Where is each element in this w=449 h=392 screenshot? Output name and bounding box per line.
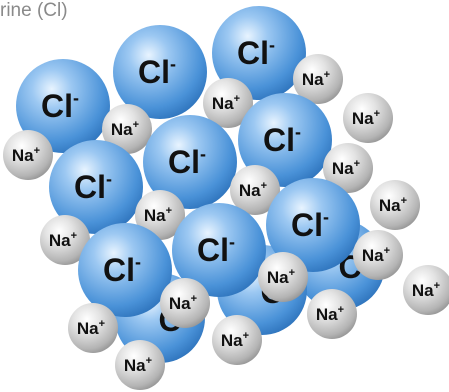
sodium-label: Na+: [267, 267, 295, 287]
sodium-label: Na+: [412, 280, 440, 300]
sodium-ion-25: Na+: [160, 278, 210, 328]
sodium-ion-29: Na+: [115, 340, 165, 390]
chloride-sphere: [172, 203, 266, 297]
sodium-ion-21: Na+: [353, 230, 403, 280]
sodium-label: Na+: [144, 205, 172, 225]
chloride-ion-18: Cl-: [266, 178, 360, 272]
sodium-ion-14: Na+: [135, 190, 185, 240]
sodium-sphere: [3, 130, 53, 180]
sodium-ion-23: Na+: [258, 252, 308, 302]
chloride-sphere: [266, 178, 360, 272]
chloride-label: Cl-: [291, 207, 329, 243]
sodium-ion-12: Na+: [230, 165, 280, 215]
sodium-label: Na+: [212, 93, 240, 113]
chloride-label: Cl-: [197, 232, 235, 268]
sodium-ion-6: Na+: [102, 104, 152, 154]
sodium-label: Na+: [12, 145, 40, 165]
sodium-ion-10: Na+: [323, 143, 373, 193]
chloride-label: Cl-: [103, 252, 141, 288]
sodium-label: Na+: [124, 355, 152, 375]
sodium-sphere: [68, 303, 118, 353]
sodium-ion-24: Na+: [403, 265, 449, 315]
sodium-sphere: [403, 265, 449, 315]
sodium-ion-13: Na+: [370, 180, 420, 230]
sodium-ion-4: Na+: [203, 78, 253, 128]
sodium-ion-28: Na+: [212, 315, 262, 365]
sodium-sphere: [258, 252, 308, 302]
sodium-ion-3: Na+: [293, 54, 343, 104]
sodium-sphere: [40, 215, 90, 265]
sodium-ion-19: Na+: [40, 215, 90, 265]
sodium-ion-27: Na+: [68, 303, 118, 353]
sodium-label: Na+: [352, 108, 380, 128]
chloride-sphere: [113, 25, 207, 119]
sodium-sphere: [115, 340, 165, 390]
sodium-label: Na+: [221, 330, 249, 350]
chloride-label: Cl-: [237, 35, 275, 71]
sodium-sphere: [230, 165, 280, 215]
chloride-sphere: [238, 93, 332, 187]
chloride-label: Cl-: [41, 88, 79, 124]
chloride-sphere: [16, 59, 110, 153]
sodium-sphere: [135, 190, 185, 240]
chloride-ion-20: Cl-: [172, 203, 266, 297]
chloride-ion-0: Cl-: [212, 6, 306, 100]
chloride-ion-9: Cl-: [143, 115, 237, 209]
sodium-label: Na+: [332, 158, 360, 178]
sodium-sphere: [323, 143, 373, 193]
sodium-label: Na+: [77, 318, 105, 338]
chloride-sphere: [212, 6, 306, 100]
sodium-label: Na+: [111, 119, 139, 139]
sodium-sphere: [353, 230, 403, 280]
chloride-sphere: [143, 115, 237, 209]
chloride-ion-1: Cl-: [113, 25, 207, 119]
sodium-label: Na+: [379, 195, 407, 215]
chloride-label: Cl-: [263, 122, 301, 158]
sodium-sphere: [160, 278, 210, 328]
sodium-sphere: [343, 93, 393, 143]
sodium-label: Na+: [169, 293, 197, 313]
sodium-ion-5: Na+: [343, 93, 393, 143]
chloride-ion-7: Cl-: [238, 93, 332, 187]
sodium-label: Na+: [362, 245, 390, 265]
chloride-sphere: [49, 140, 143, 234]
chloride-ion-2: Cl-: [16, 59, 110, 153]
caption-label: rine (Cl): [0, 0, 68, 21]
chloride-sphere: [78, 223, 172, 317]
sodium-sphere: [370, 180, 420, 230]
chloride-label: Cl-: [138, 54, 176, 90]
chloride-ion-22: Cl-: [78, 223, 172, 317]
chloride-label: Cl-: [168, 144, 206, 180]
sodium-ion-26: Na+: [307, 289, 357, 339]
sodium-sphere: [102, 104, 152, 154]
sodium-label: Na+: [316, 304, 344, 324]
sodium-sphere: [307, 289, 357, 339]
sodium-ion-8: Na+: [3, 130, 53, 180]
sodium-sphere: [203, 78, 253, 128]
sodium-label: Na+: [239, 180, 267, 200]
sodium-sphere: [293, 54, 343, 104]
chloride-label: Cl-: [74, 169, 112, 205]
sodium-label: Na+: [302, 69, 330, 89]
chloride-ion-11: Cl-: [49, 140, 143, 234]
sodium-sphere: [212, 315, 262, 365]
sodium-label: Na+: [49, 230, 77, 250]
